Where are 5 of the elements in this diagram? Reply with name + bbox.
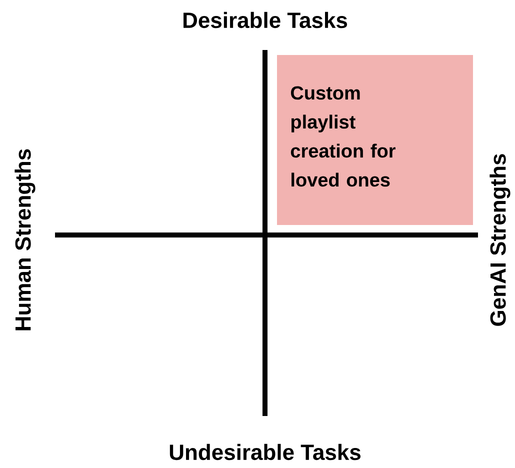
quadrant-box: Custom playlist creation for loved ones — [277, 55, 473, 225]
axis-label: Human Strengths — [14, 149, 36, 330]
axis-label: Undesirable Tasks — [170, 444, 360, 460]
axis-label: Desirable Tasks — [184, 12, 348, 28]
axis-label: GenAI Strengths — [490, 154, 510, 326]
